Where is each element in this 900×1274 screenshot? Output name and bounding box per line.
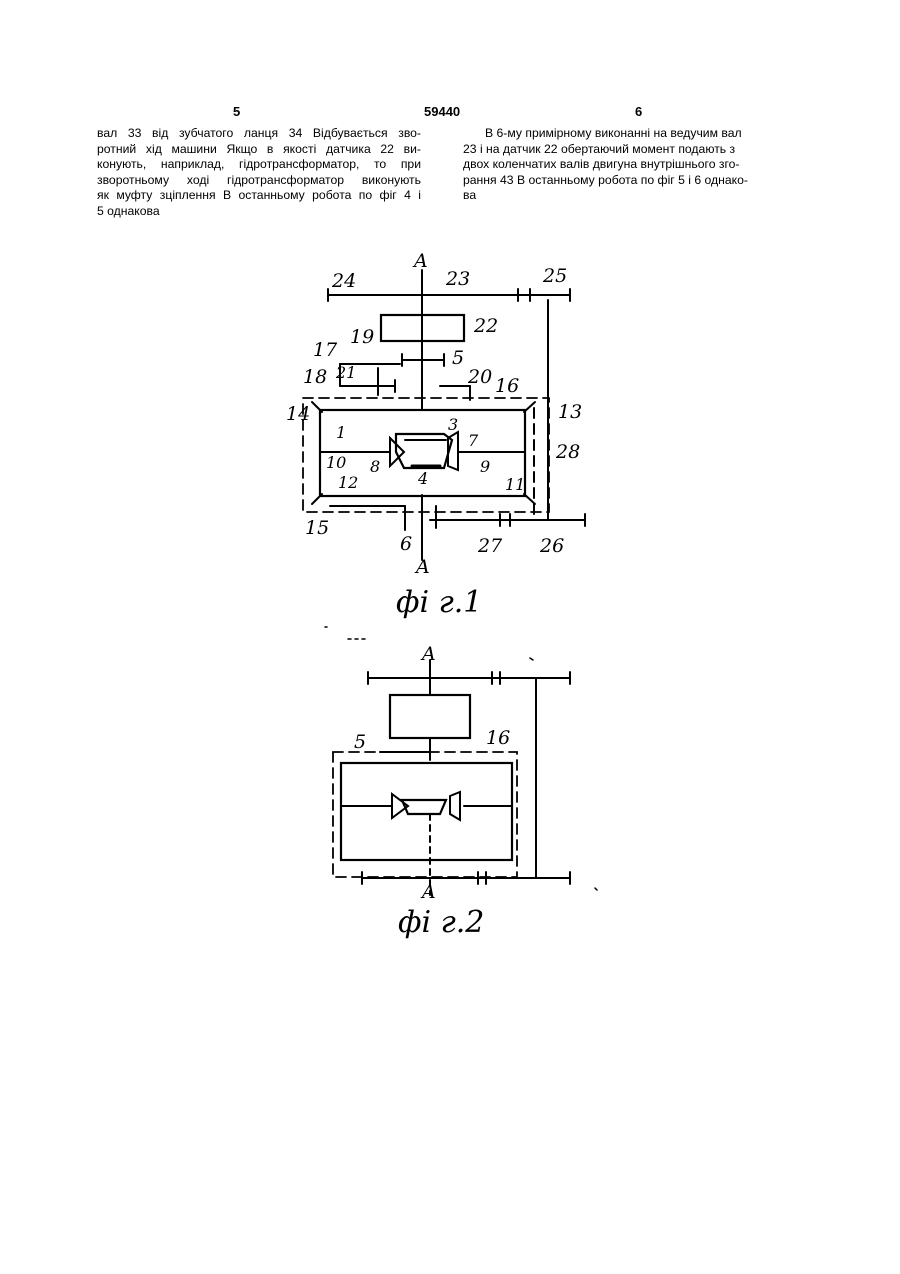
fig1-label: 14	[286, 403, 310, 425]
scan-specks	[325, 627, 597, 890]
fig1-label: 1	[336, 423, 346, 442]
fig1-label: 5	[452, 347, 464, 369]
fig1-label: A	[412, 250, 428, 272]
fig1-label: 20	[467, 366, 492, 388]
fig1-label: 21	[335, 363, 356, 382]
fig1-label: 12	[338, 473, 358, 492]
fig1-label: 10	[326, 453, 346, 472]
fig1-label: A	[414, 556, 430, 578]
fig1-label: 7	[468, 431, 479, 450]
fig1-label: 15	[305, 517, 329, 539]
fig1-label: 28	[555, 441, 580, 463]
figure-2-caption: фі г.2	[398, 905, 484, 940]
fig1-label: 18	[303, 366, 327, 388]
fig1-label: 11	[505, 475, 525, 494]
fig1-label: 27	[477, 535, 503, 557]
fig1-label: 4	[417, 469, 428, 488]
fig1-label: 26	[539, 535, 564, 557]
figure-2-labels: A 5 16 A фі г.2	[354, 643, 510, 940]
fig1-label: 13	[558, 401, 582, 423]
figure-1-drawing	[303, 270, 585, 560]
fig1-label: 3	[448, 415, 458, 434]
fig2-label: A	[420, 881, 436, 903]
fig1-label: 6	[400, 533, 412, 555]
fig1-label: 25	[542, 265, 567, 287]
fig2-label: 5	[354, 731, 366, 753]
fig1-label: 22	[473, 315, 498, 337]
fig2-label: A	[420, 643, 436, 665]
fig2-label: 16	[486, 727, 510, 749]
fig1-label: 23	[445, 268, 470, 290]
fig1-label: 16	[495, 375, 519, 397]
figure-1-caption: фі г.1	[396, 585, 482, 620]
figure-2-drawing	[333, 660, 570, 895]
fig1-label: 9	[480, 457, 490, 476]
fig1-label: 24	[331, 270, 356, 292]
fig1-label: 17	[313, 339, 338, 361]
fig1-label: 8	[370, 457, 380, 476]
fig1-label: 19	[350, 326, 374, 348]
